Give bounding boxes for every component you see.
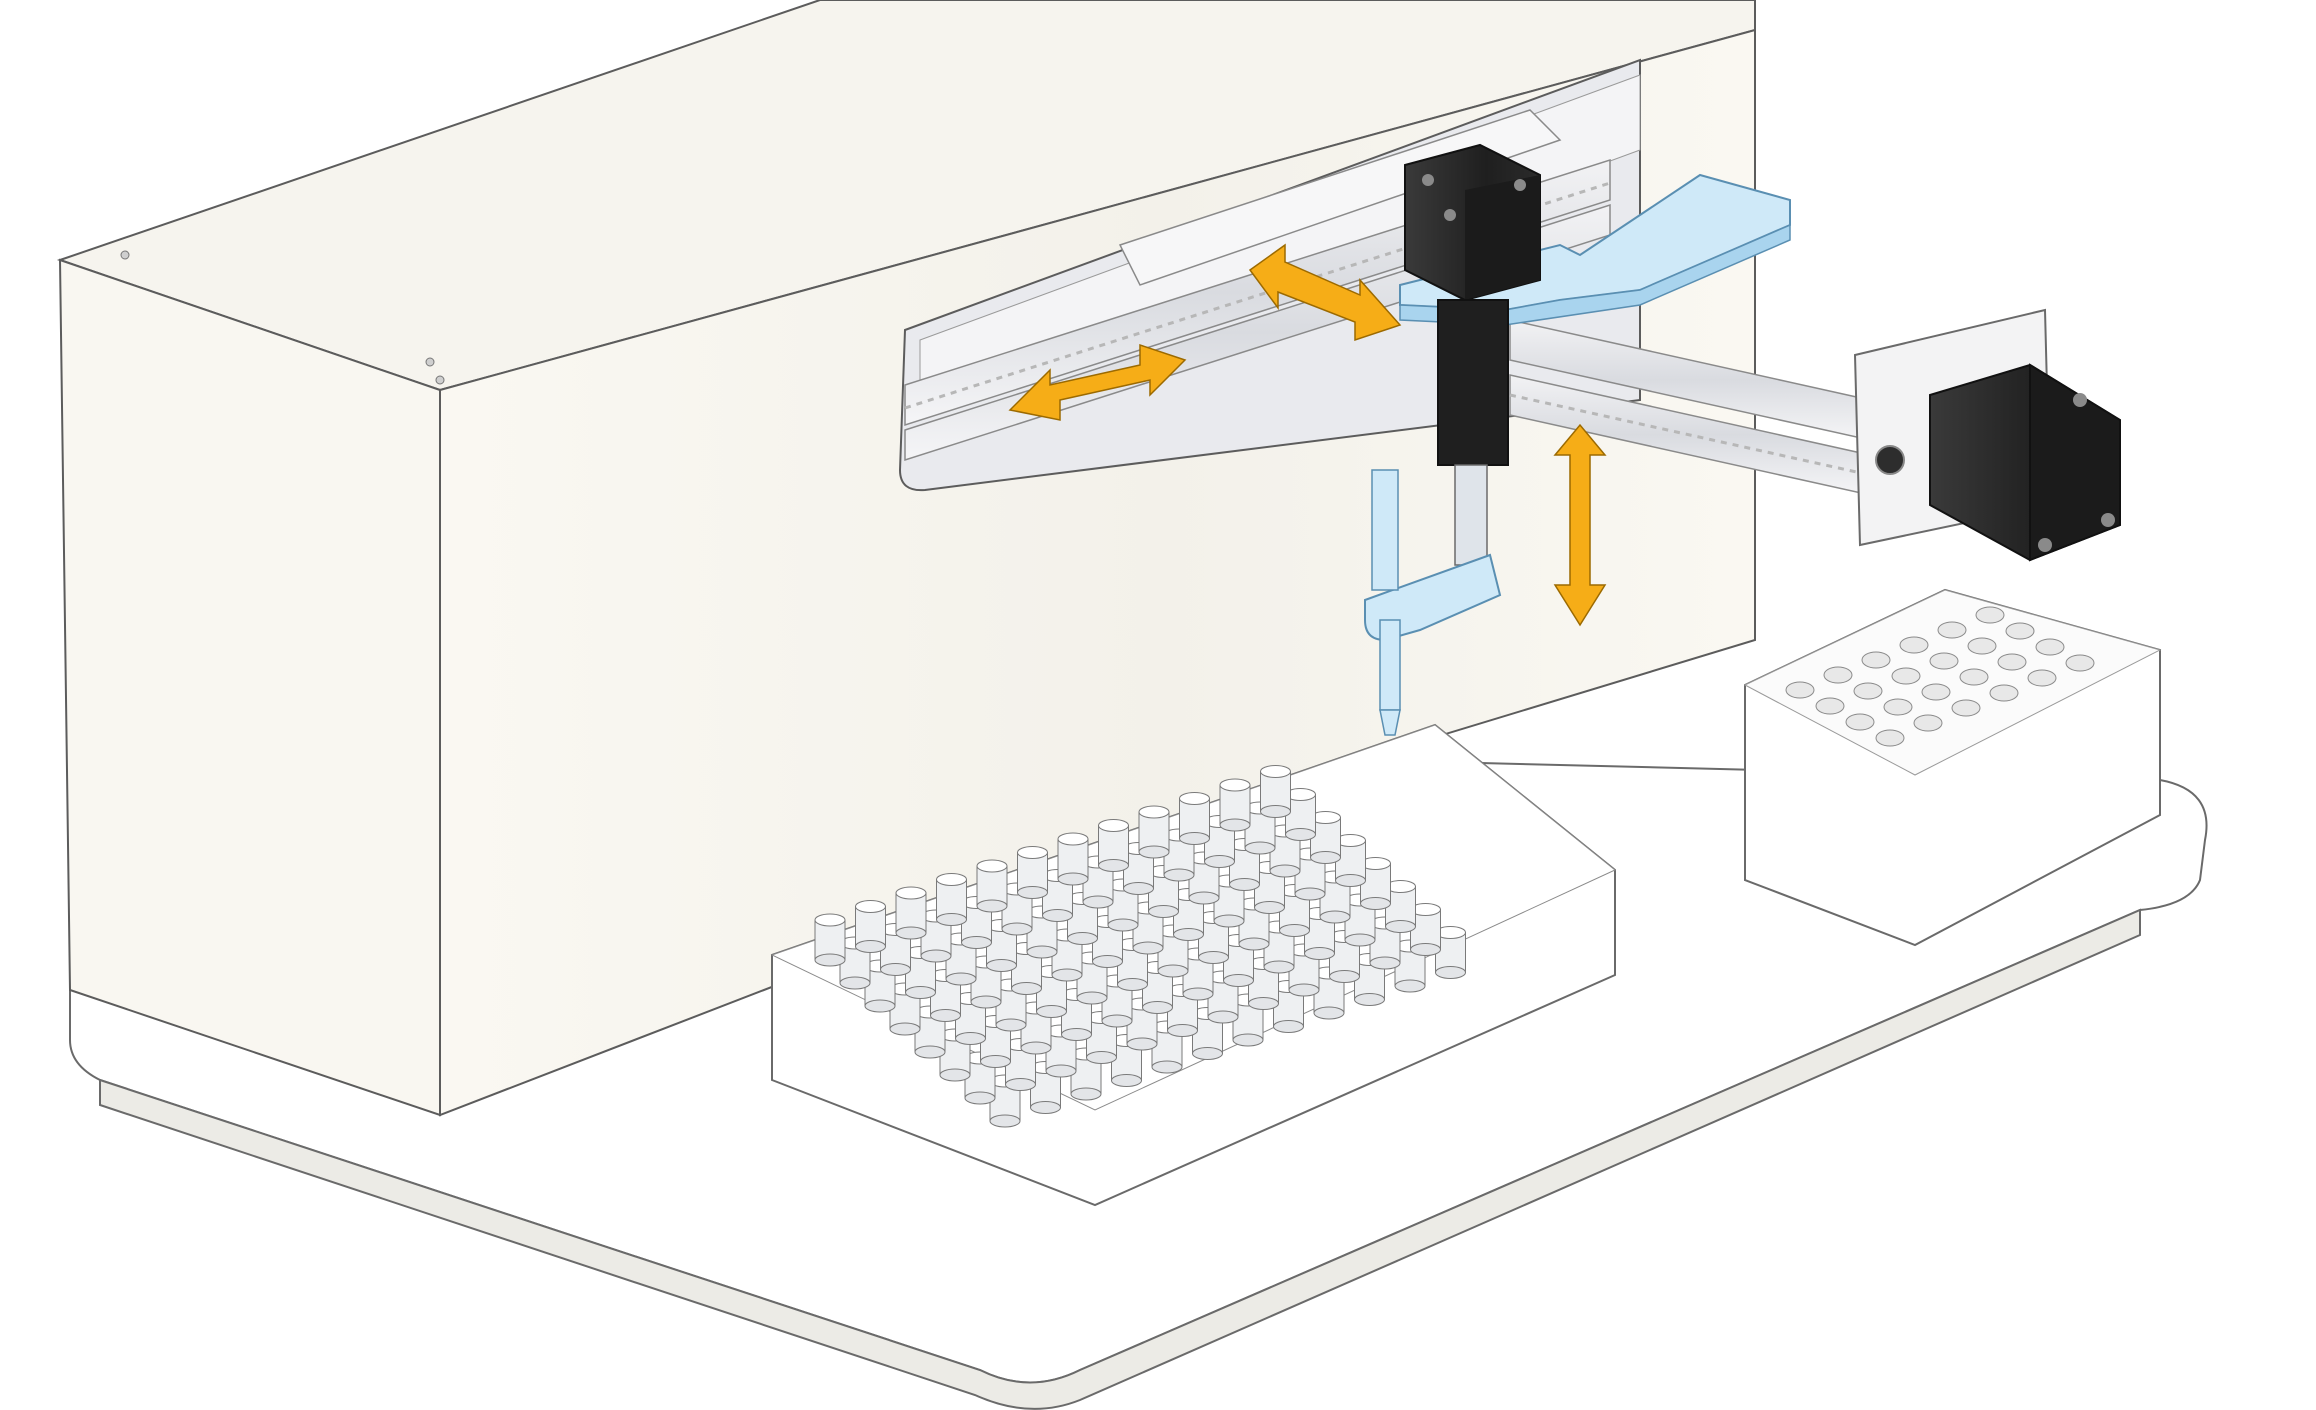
stepper-motor-z <box>1404 143 1541 466</box>
rack-hole <box>1883 698 1913 716</box>
rack-hole <box>1823 666 1853 684</box>
tube <box>955 992 986 1045</box>
rack-hole <box>1967 637 1997 655</box>
screw-icon <box>435 375 445 385</box>
rack-hole <box>1891 667 1921 685</box>
rack-hole <box>1975 606 2005 624</box>
tube <box>1219 778 1251 832</box>
screw-icon <box>2101 513 2115 527</box>
z-motion-arrow <box>1553 423 1607 627</box>
rack-hole <box>1899 636 1929 654</box>
screw-icon <box>425 357 435 367</box>
screw-icon <box>1422 174 1434 186</box>
tube <box>1179 792 1210 845</box>
stepper-motor-x <box>1929 363 2121 562</box>
rack-hole <box>1951 699 1981 717</box>
motion-arrows <box>1008 243 1607 627</box>
rack-hole <box>1853 682 1883 700</box>
rack-hole <box>2027 669 2057 687</box>
tube <box>1360 857 1391 910</box>
tube <box>1017 846 1048 899</box>
rack-hole <box>1815 697 1845 715</box>
screw-icon <box>1514 179 1526 191</box>
tube <box>1098 819 1129 872</box>
screw-icon <box>120 250 130 260</box>
rack-hole <box>1929 652 1959 670</box>
tube <box>936 873 967 926</box>
screw-icon <box>2073 393 2087 407</box>
rack-hole <box>1959 668 1989 686</box>
rack-hole <box>1875 729 1905 747</box>
rack-hole <box>1921 683 1951 701</box>
rack-hole <box>2005 622 2035 640</box>
rack-hole <box>1937 621 1967 639</box>
hole-grid <box>1785 606 2095 747</box>
rack-hole <box>2065 654 2095 672</box>
rack-hole <box>1913 714 1943 732</box>
bearing-icon <box>1875 445 1905 475</box>
tube <box>814 913 846 967</box>
rack-hole <box>1845 713 1875 731</box>
pipette-holder <box>1364 464 1502 642</box>
tube <box>895 886 927 940</box>
tube <box>1335 834 1366 887</box>
rack-hole <box>2035 638 2065 656</box>
tube <box>976 859 1008 913</box>
rack-hole <box>1997 653 2027 671</box>
rack-hole <box>1989 684 2019 702</box>
y-motion-arrow <box>1008 343 1187 421</box>
tube <box>1238 897 1270 951</box>
rack-hole <box>1785 681 1815 699</box>
screw-icon <box>2038 538 2052 552</box>
tube <box>855 900 886 953</box>
rack-hole <box>1861 651 1891 669</box>
tube-rack-96 <box>770 723 1616 1207</box>
tube <box>1057 832 1089 886</box>
x-motion-arrow <box>1248 243 1402 342</box>
tube <box>1260 765 1291 818</box>
pipette-tip <box>1379 619 1401 736</box>
screw-icon <box>1444 209 1456 221</box>
tube-grid <box>814 765 1466 1128</box>
tube-rack-small <box>1743 588 2162 947</box>
tube <box>1138 805 1170 859</box>
